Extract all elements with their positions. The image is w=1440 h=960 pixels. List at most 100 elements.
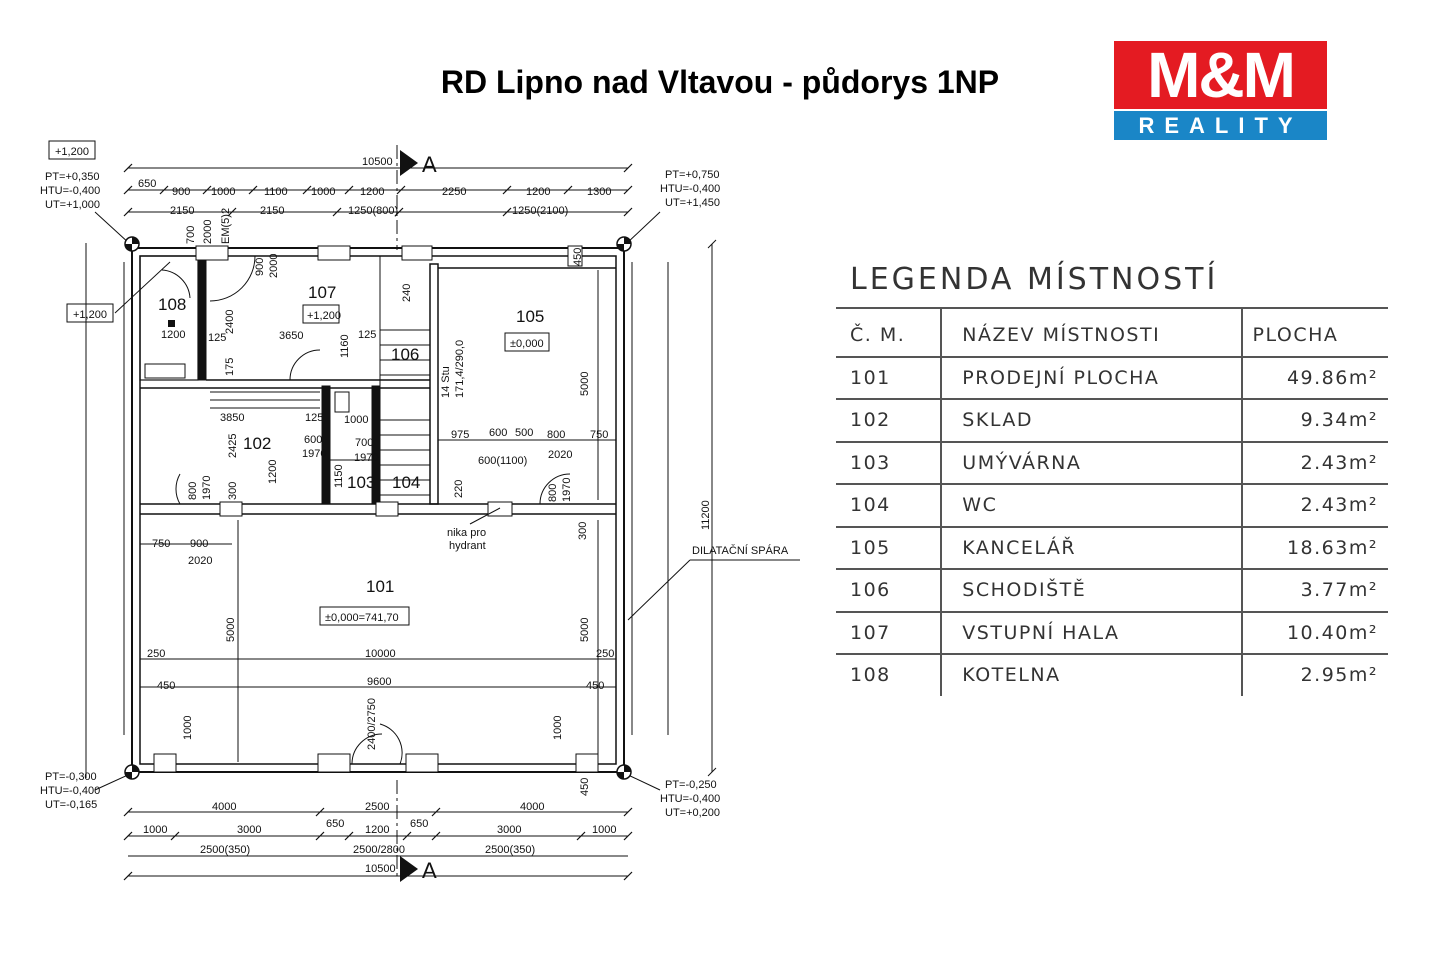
room-name: VSTUPNÍ HALA [941, 611, 1243, 655]
dim-i-5000c: 5000 [579, 618, 591, 642]
company-logo: M&M REALITY [1114, 41, 1327, 140]
logo-reality: REALITY [1114, 111, 1327, 140]
table-row: 102 SKLAD 9.34m² [836, 399, 1388, 443]
dim-bot-r2-7: 1000 [592, 824, 616, 836]
dim-top-r2-4: 1250(2100) [512, 205, 568, 217]
section-markers: A A [400, 150, 437, 883]
room-102-label: 102 [243, 434, 271, 453]
dim-i-1160: 1160 [339, 334, 351, 358]
dim-i-600-1100: 600(1100) [478, 455, 527, 467]
room-number: 104 [836, 484, 943, 528]
room-number: 102 [836, 399, 943, 443]
dim-i-450c: 450 [586, 680, 604, 692]
dim-i-stairs: 14 Stu [440, 366, 452, 398]
dim-i-2400: 2400 [224, 310, 236, 334]
room-name: SCHODIŠTĚ [941, 569, 1243, 613]
dim-i-1970c: 1970 [201, 476, 213, 500]
room-area: 2.43m² [1241, 484, 1388, 528]
dim-i-450b: 450 [157, 680, 175, 692]
dim-i-175: 175 [224, 358, 236, 376]
level-bl-htu: HTU=-0,400 [40, 785, 100, 797]
dim-i-300b: 300 [577, 522, 589, 540]
level-ml-box: +1,200 [73, 309, 107, 321]
room-area: 18.63m² [1241, 526, 1388, 570]
dim-bot-total: 10500 [365, 863, 396, 875]
table-row: 108 KOTELNA 2.95m² [836, 654, 1388, 696]
level-tl-ut: UT=+1,000 [45, 199, 100, 211]
room-107-label: 107 [308, 283, 336, 302]
room-area: 9.34m² [1241, 399, 1388, 443]
room-area: 2.43m² [1241, 441, 1388, 485]
room-101-label: 101 [366, 577, 394, 596]
level-bl-pt: PT=-0,300 [45, 771, 97, 783]
boiler-symbol [168, 320, 175, 327]
room-name: UMÝVÁRNA [941, 441, 1243, 485]
dim-i-2000: 2000 [268, 254, 280, 278]
dim-i-1970: 1970 [302, 448, 326, 460]
dim-top-7: 2250 [442, 186, 466, 198]
dim-i-250b: 250 [596, 648, 614, 660]
room-number: 103 [836, 441, 943, 485]
dim-bot-r2-5: 650 [410, 818, 428, 830]
dim-i-125a: 125 [208, 332, 226, 344]
room-104-label: 104 [392, 473, 420, 492]
logo-mm: M&M [1114, 41, 1327, 109]
room-number: 108 [836, 654, 943, 696]
dim-bot-r2-3: 650 [326, 818, 344, 830]
level-tr-pt: PT=+0,750 [665, 169, 719, 181]
dim-i-10000: 10000 [365, 648, 396, 660]
dim-top-1: 650 [138, 178, 156, 190]
dim-top-2: 900 [172, 186, 190, 198]
dim-i-220: 220 [453, 480, 465, 498]
dim-i-2020b: 2020 [188, 555, 212, 567]
level-tr-ut: UT=+1,450 [665, 197, 720, 209]
dim-i-3650: 3650 [279, 330, 303, 342]
room-number: 107 [836, 611, 943, 655]
dim-i-975: 975 [451, 429, 469, 441]
dim-top-v3: EM(5)2 [220, 208, 232, 244]
level-tr-htu: HTU=-0,400 [660, 183, 720, 195]
level-tl-pt: PT=+0,350 [45, 171, 99, 183]
dim-bot-r2-1: 1000 [143, 824, 167, 836]
dim-i-300: 300 [227, 482, 239, 500]
dim-i-2400-2750: 2400/2750 [366, 698, 378, 750]
dim-top-8: 1200 [526, 186, 550, 198]
dim-i-1000: 1000 [344, 414, 368, 426]
room-number: 106 [836, 569, 943, 613]
room-105-label: 105 [516, 307, 544, 326]
dim-i-9600: 9600 [367, 676, 391, 688]
dim-i-900: 900 [254, 258, 266, 276]
room-area: 49.86m² [1241, 356, 1388, 400]
dilatation-label: DILATAČNÍ SPÁRA [692, 544, 789, 557]
room-name: SKLAD [941, 399, 1243, 443]
dim-i-1200: 1200 [161, 329, 185, 341]
room-area: 3.77m² [1241, 569, 1388, 613]
room-name: PRODEJNÍ PLOCHA [941, 356, 1243, 400]
dim-bot-r3-1: 2500(350) [200, 844, 250, 856]
dim-i-125b: 125 [358, 329, 376, 341]
table-row: 103 UMÝVÁRNA 2.43m² [836, 441, 1388, 485]
room-105-level: ±0,000 [510, 338, 544, 350]
dim-i-750b: 750 [152, 538, 170, 550]
dim-i-500: 500 [515, 427, 533, 439]
level-br-htu: HTU=-0,400 [660, 793, 720, 805]
table-row: 105 KANCELÁŘ 18.63m² [836, 526, 1388, 570]
dim-i-stairs2: 171,4/290,0 [454, 340, 466, 398]
dim-i-5000: 5000 [579, 372, 591, 396]
dim-i-250: 250 [147, 648, 165, 660]
dim-i-700: 700 [355, 437, 373, 449]
dim-i-3850: 3850 [220, 412, 244, 424]
dim-top-v1: 700 [185, 226, 197, 244]
dim-i-240: 240 [401, 284, 413, 302]
dim-top-r2-3: 1250(800) [348, 205, 398, 217]
table-row: 106 SCHODIŠTĚ 3.77m² [836, 569, 1388, 613]
dim-right-total: 11200 [700, 500, 712, 530]
dim-i-1150: 1150 [333, 464, 345, 488]
legend-table: Č. M. NÁZEV MÍSTNOSTI PLOCHA 101 PRODEJN… [836, 307, 1388, 696]
legend-header-area: PLOCHA [1241, 307, 1388, 358]
dim-i-800: 800 [187, 482, 199, 500]
section-label-bottom: A [422, 858, 437, 883]
dim-bot-2: 2500 [365, 801, 389, 813]
level-tl-box: +1,200 [55, 146, 89, 158]
